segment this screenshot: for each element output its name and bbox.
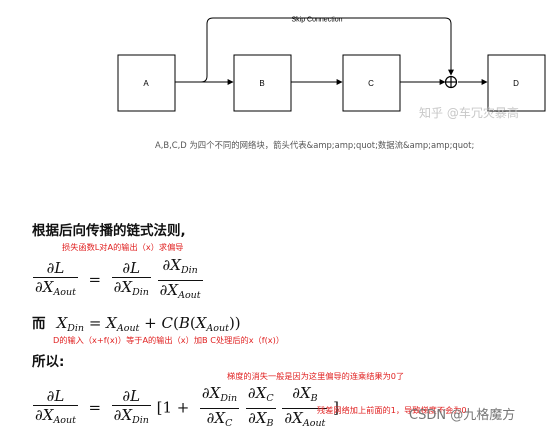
block-a-label: A	[143, 79, 149, 88]
skip-connection-arrow	[193, 17, 454, 83]
csdn-watermark: CSDN @九格魔方	[409, 408, 516, 423]
equation-3: ∂L∂XAout = ∂L∂XDin [1 + ∂XDin∂XC ∂XC∂XB …	[32, 384, 339, 433]
equation-1: ∂L∂XAout = ∂L∂XDin ∂XDin∂XAout	[32, 256, 204, 305]
network-diagram: A B C D Skip Connection	[117, 17, 546, 112]
note-loss-derivative: 损失函数L对A的输出（x）求偏导	[62, 242, 184, 252]
block-b	[233, 54, 292, 112]
block-c	[342, 54, 401, 112]
label-er: 而	[32, 316, 46, 332]
skip-connection-label: Skip Connection	[292, 17, 343, 24]
note-gradient-vanish: 梯度的消失一般是因为这里偏导的连乘结果为0了	[227, 371, 405, 381]
diagram-caption: A,B,C,D 为四个不同的网络块，箭头代表&amp;amp;quot;数据流&…	[155, 140, 475, 150]
note-residual: 残差网络加上前面的1，导致梯度不会为0	[317, 405, 467, 415]
watermark: 知乎 @车冗灾暴高	[419, 106, 519, 120]
block-d-label: D	[513, 79, 519, 88]
heading-so: 所以:	[32, 354, 65, 370]
block-d	[487, 54, 546, 112]
equation-2: 而 XDin = XAout + C(B(XAout))	[32, 314, 241, 334]
block-a	[117, 54, 176, 112]
block-c-label: C	[368, 79, 374, 88]
note-d-input: D的输入（x+f(x)）等于A的输出（x）加B C处理后的x（f(x)）	[53, 335, 285, 345]
block-b-label: B	[259, 79, 264, 88]
heading-chain-rule: 根据后向传播的链式法则,	[32, 223, 186, 239]
